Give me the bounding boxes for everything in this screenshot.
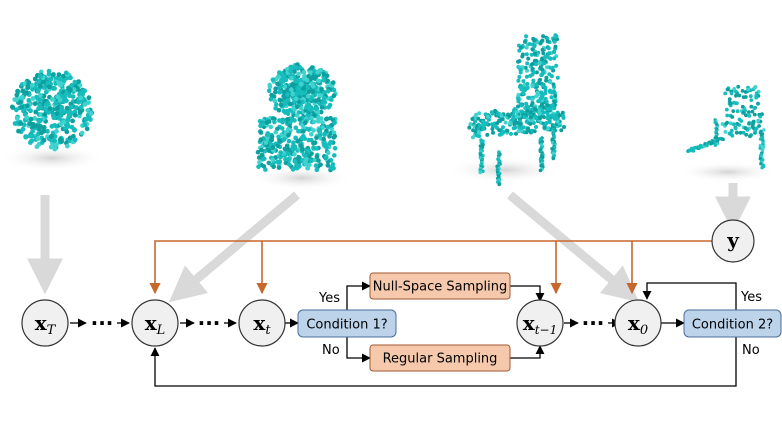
yes2-loop	[642, 282, 737, 310]
partial-chair-point-cloud-icon	[678, 84, 778, 182]
noisy-point-cloud-icon	[0, 68, 104, 171]
condition2-box: Condition 2?	[683, 309, 782, 338]
ellipsis-3: ···	[582, 311, 605, 335]
svg-text:xT: xT	[35, 311, 57, 338]
gray-arrow-xL	[168, 191, 300, 303]
node-y: y	[711, 219, 755, 263]
svg-text:xt: xt	[253, 311, 271, 338]
node-xT-sub: T	[47, 323, 57, 338]
ellipsis-2: ···	[198, 311, 221, 335]
svg-text:xt−1: xt−1	[523, 311, 557, 337]
regular-to-xt1	[510, 345, 545, 359]
node-xT-main: x	[35, 311, 48, 335]
null-space-to-xt1	[510, 285, 545, 302]
null-space-sampling-box: Null-Space Sampling	[369, 272, 511, 300]
chair-point-cloud-icon	[447, 33, 566, 187]
gray-arrow-x0	[507, 191, 640, 303]
null-space-sampling-label: Null-Space Sampling	[373, 280, 507, 295]
no2-label: No	[742, 343, 760, 358]
gray-arrows	[27, 183, 751, 303]
condition1-label: Condition 1?	[306, 318, 387, 333]
flow-arrows	[70, 281, 737, 387]
node-xL-sub: L	[156, 323, 166, 338]
no1-label: No	[322, 343, 340, 358]
no1-path	[346, 337, 371, 363]
node-x0: x0	[614, 299, 662, 347]
yes2-label: Yes	[740, 290, 762, 305]
yes1-path	[346, 281, 371, 310]
node-xt-minus-1: xt−1	[516, 299, 564, 347]
node-y-label: y	[726, 228, 740, 252]
yes1-label: Yes	[318, 291, 340, 306]
regular-sampling-box: Regular Sampling	[369, 344, 511, 372]
condition2-label: Condition 2?	[692, 318, 773, 333]
regular-sampling-label: Regular Sampling	[383, 352, 498, 367]
node-x0-main: x	[628, 311, 641, 335]
ellipsis-markers: ··· ··· ···	[91, 311, 605, 335]
node-x0-sub: 0	[640, 323, 648, 338]
no2-loop	[150, 337, 737, 387]
y-bus-line	[149, 240, 713, 295]
node-xt-main: x	[253, 311, 266, 335]
svg-text:x0: x0	[628, 311, 648, 338]
node-xL-main: x	[145, 311, 158, 335]
svg-text:xL: xL	[145, 311, 166, 338]
node-xt1-main: x	[523, 311, 536, 335]
node-xL: xL	[131, 299, 179, 347]
condition1-box: Condition 1?	[297, 309, 397, 338]
node-xt: xt	[238, 299, 286, 347]
ellipsis-1: ···	[91, 311, 114, 335]
node-xt1-sub: t−1	[535, 323, 558, 337]
y-conditioning-lines	[149, 240, 713, 295]
partly-denoised-point-cloud-icon	[252, 62, 352, 190]
node-xT: xT	[21, 299, 69, 347]
node-xt-sub: t	[265, 323, 271, 338]
